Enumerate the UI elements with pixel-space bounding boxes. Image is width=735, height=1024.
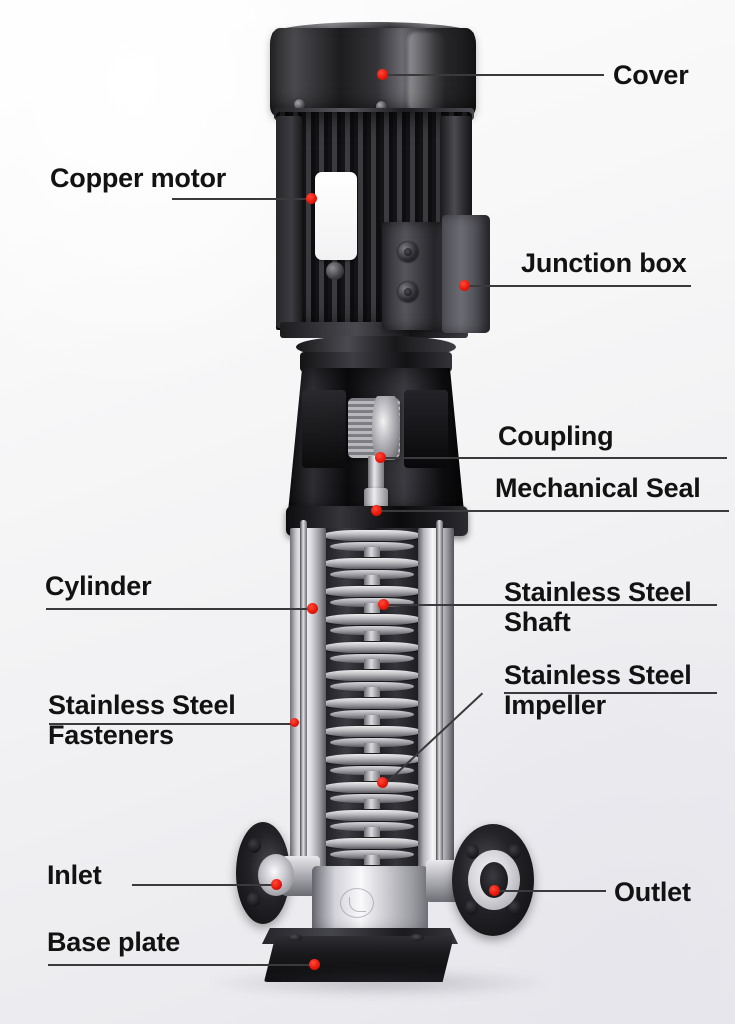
leader-line-ss-impeller-underline bbox=[504, 692, 717, 694]
callout-label-copper-motor: Copper motor bbox=[50, 163, 227, 193]
callout-label-cylinder: Cylinder bbox=[45, 571, 152, 601]
leader-line-base-plate bbox=[48, 964, 314, 966]
bracket-window-right bbox=[404, 390, 448, 468]
callout-dot-inlet bbox=[271, 879, 282, 890]
junction-box-bolt-upper bbox=[398, 242, 418, 262]
callout-dot-junction-box bbox=[459, 280, 470, 291]
leader-line-inlet bbox=[132, 884, 274, 886]
callout-dot-cover bbox=[377, 69, 388, 80]
callout-label-ss-impeller-line2: Impeller bbox=[504, 690, 606, 721]
callout-label-ss-shaft-line1: Stainless Steel bbox=[504, 577, 692, 607]
base-logo-emboss bbox=[340, 888, 374, 918]
tie-rod-right bbox=[436, 520, 443, 892]
callout-label-outlet: Outlet bbox=[614, 877, 691, 907]
leader-line-junction-box bbox=[463, 285, 691, 287]
stage-stack bbox=[326, 528, 418, 876]
leader-line-copper-motor bbox=[172, 198, 312, 200]
callout-dot-ss-impeller bbox=[377, 777, 388, 788]
callout-dot-outlet bbox=[489, 885, 500, 896]
callout-label-mechanical-seal: Mechanical Seal bbox=[495, 473, 701, 503]
callout-label-ss-shaft-line2: Shaft bbox=[504, 607, 571, 638]
callout-dot-copper-motor bbox=[306, 193, 317, 204]
callout-dot-ss-shaft bbox=[378, 599, 389, 610]
cover-screw-left bbox=[294, 99, 305, 110]
leader-line-cover bbox=[388, 74, 604, 76]
cylinder-sleeve-left bbox=[290, 528, 326, 878]
callout-dot-base-plate bbox=[309, 959, 320, 970]
motor-drain-plug bbox=[326, 262, 344, 280]
leader-line-outlet bbox=[500, 890, 606, 892]
callout-dot-coupling bbox=[375, 452, 386, 463]
base-plate-bolt-hole-right bbox=[410, 934, 424, 941]
leader-line-cylinder bbox=[46, 608, 311, 610]
callout-label-ss-fasteners-line2: Fasteners bbox=[48, 720, 174, 751]
callout-dot-ss-fasteners bbox=[290, 718, 299, 727]
motor-nameplate bbox=[315, 172, 357, 260]
callout-label-cover: Cover bbox=[613, 60, 689, 90]
base-plate-bolt-hole-left bbox=[288, 934, 302, 941]
motor-left-panel bbox=[276, 116, 302, 328]
base-plate-part bbox=[264, 936, 454, 982]
callout-label-ss-fasteners-line1: Stainless Steel bbox=[48, 690, 236, 720]
coupling-face bbox=[372, 396, 400, 460]
leader-line-coupling bbox=[384, 457, 727, 459]
junction-box-cover bbox=[442, 215, 490, 333]
callout-label-base-plate: Base plate bbox=[47, 927, 181, 957]
bracket-window-left bbox=[302, 390, 346, 468]
ground-shadow bbox=[210, 968, 550, 998]
upper-shaft bbox=[368, 456, 384, 496]
junction-box-bolt-lower bbox=[398, 282, 418, 302]
callout-label-inlet: Inlet bbox=[47, 860, 102, 890]
tie-rod-left bbox=[300, 520, 307, 892]
callout-dot-cylinder bbox=[307, 603, 318, 614]
cover-screw-right bbox=[376, 101, 387, 112]
callout-label-junction-box: Junction box bbox=[521, 248, 687, 278]
callout-label-ss-impeller-line1: Stainless Steel bbox=[504, 660, 692, 690]
callout-label-coupling: Coupling bbox=[498, 421, 614, 451]
motor-adapter-ring-lower bbox=[300, 352, 452, 372]
leader-line-ss-shaft bbox=[387, 604, 717, 606]
leader-line-mechanical-seal bbox=[380, 510, 729, 512]
leader-line-ss-fasteners bbox=[49, 723, 294, 725]
cover-highlight bbox=[408, 32, 444, 112]
callout-dot-mechanical-seal bbox=[371, 505, 382, 516]
